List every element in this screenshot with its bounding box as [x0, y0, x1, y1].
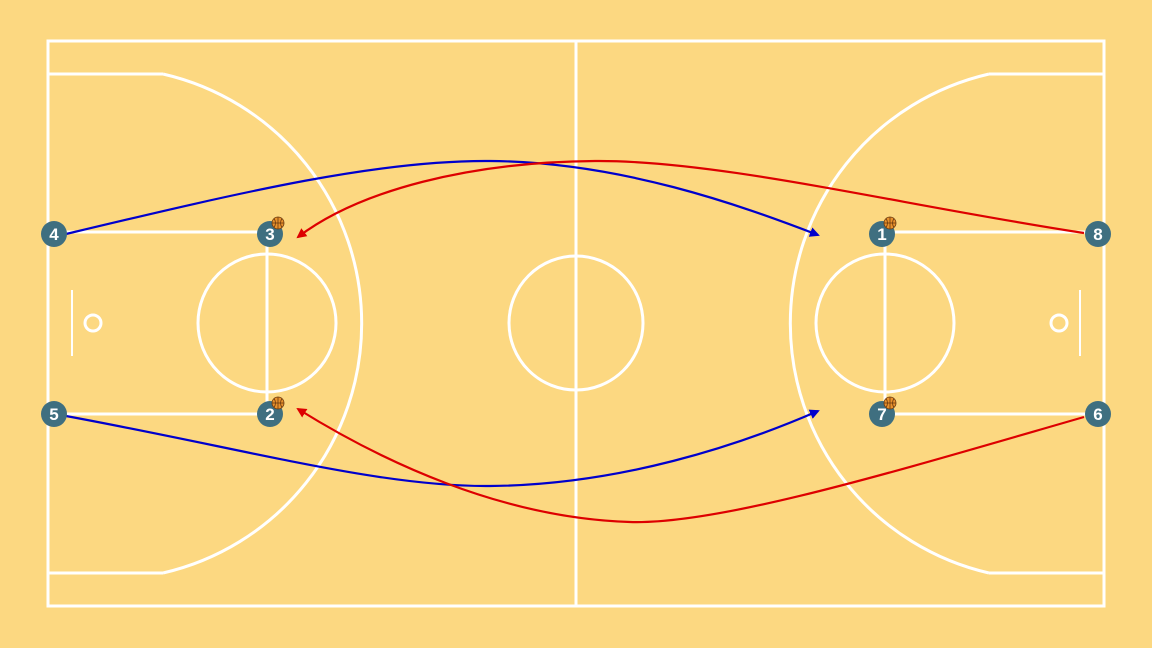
court-lines [46, 39, 1106, 608]
center-circle [507, 254, 645, 392]
player-number: 1 [877, 225, 886, 244]
left-hoop [83, 313, 103, 333]
player-7[interactable]: 7 [869, 396, 897, 427]
movement-arrow-4-to-1 [65, 159, 820, 237]
player-6[interactable]: 6 [1085, 401, 1111, 427]
player-5[interactable]: 5 [41, 401, 67, 427]
movement-arrow-6-to-2 [296, 407, 1085, 524]
right-free-throw-circle [814, 252, 956, 394]
player-marker [1085, 401, 1111, 427]
player-number: 3 [265, 225, 274, 244]
player-marker [41, 401, 67, 427]
player-3[interactable]: 3 [257, 216, 285, 247]
player-4[interactable]: 4 [41, 221, 67, 247]
players: 1 2 3 4 5 6 7 [41, 216, 1111, 427]
basketball-icon [883, 396, 897, 410]
basketball-icon [271, 396, 285, 410]
player-marker [1085, 221, 1111, 247]
basketball-icon [883, 216, 897, 230]
basketball-icon [271, 216, 285, 230]
movement-arrow-8-to-3 [296, 159, 1085, 239]
right-three-point-arc [788, 72, 990, 575]
movement-arrow-5-to-7 [65, 409, 820, 488]
movement-arrows [65, 159, 1085, 524]
player-8[interactable]: 8 [1085, 221, 1111, 247]
left-free-throw-circle [196, 252, 338, 394]
player-1[interactable]: 1 [869, 216, 897, 247]
player-number: 7 [877, 405, 886, 424]
player-number: 4 [49, 225, 59, 244]
player-number: 5 [49, 405, 58, 424]
left-three-point-arc [162, 72, 364, 575]
player-number: 2 [265, 405, 274, 424]
player-2[interactable]: 2 [257, 396, 285, 427]
player-marker [41, 221, 67, 247]
player-number: 6 [1093, 405, 1102, 424]
player-number: 8 [1093, 225, 1102, 244]
right-hoop [1049, 313, 1069, 333]
